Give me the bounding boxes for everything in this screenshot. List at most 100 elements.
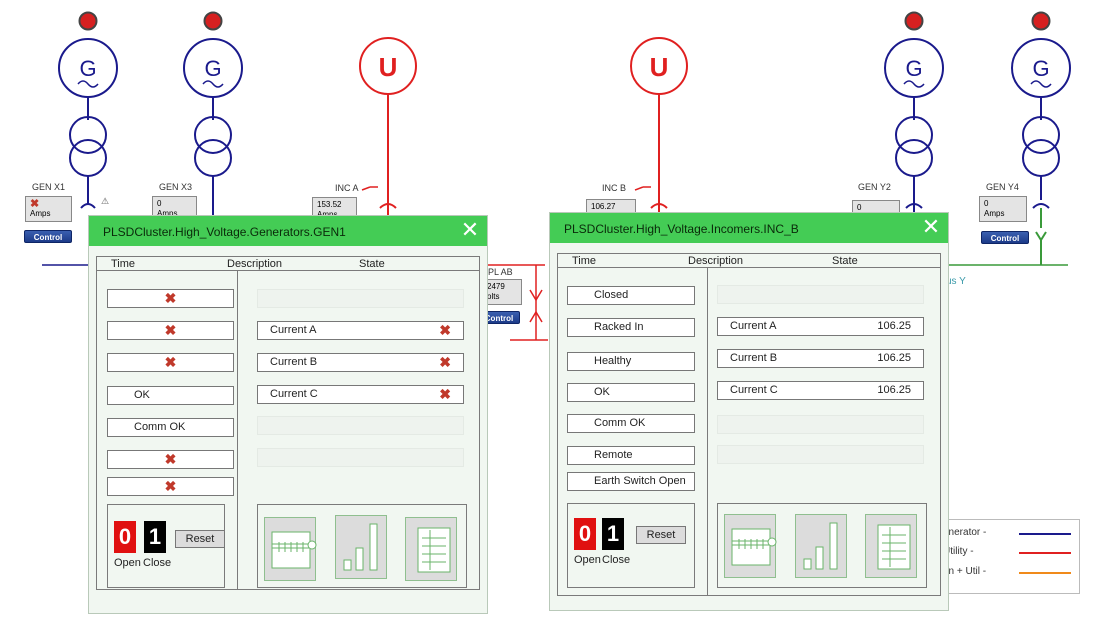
fault-icon: ✖: [439, 386, 451, 402]
reading-box-gen-x3[interactable]: 0 Amps: [152, 196, 197, 218]
feeder-label-inc-a: INC A: [335, 183, 359, 193]
legend-swatch-utility: [1019, 552, 1071, 554]
column-header-state: State: [359, 258, 385, 270]
popup-frame: [557, 253, 941, 596]
fault-icon: ✖: [439, 322, 451, 338]
current-label: Current C: [730, 384, 778, 396]
legend-item-utility: Utility -: [943, 546, 974, 557]
feeder-inc-a[interactable]: [359, 37, 417, 215]
reset-button[interactable]: Reset: [636, 526, 686, 544]
current-row: Current A ✖: [257, 321, 464, 340]
column-header-time: Time: [111, 258, 136, 270]
current-value: 106.25: [877, 352, 911, 364]
column-header-time: Time: [572, 255, 597, 267]
popup-title: PLSDCluster.High_Voltage.Incomers.INC_B: [564, 222, 799, 236]
list-icon: [877, 524, 911, 570]
transformer-icon: [1022, 116, 1060, 154]
reset-button[interactable]: Reset: [175, 530, 225, 548]
transformer-icon: [895, 116, 933, 154]
close-button[interactable]: 1: [602, 518, 624, 550]
current-row: Current B 106.25: [717, 349, 924, 368]
feeder-gen-x3[interactable]: [183, 11, 243, 216]
feeder-symbol: G: [79, 56, 96, 81]
reading-box-gen-y4[interactable]: 0 Amps: [979, 196, 1027, 222]
status-field: Healthy: [567, 352, 695, 371]
current-value: 106.25: [877, 384, 911, 396]
feeder-gen-x1[interactable]: ⚠: [58, 11, 118, 209]
status-field: Comm OK: [107, 418, 234, 437]
reading-box-gen-x1[interactable]: ✖ Amps: [25, 196, 72, 222]
open-button[interactable]: 0: [114, 521, 136, 553]
current-label: Current B: [270, 356, 318, 368]
alarm-indicator-icon: [78, 11, 98, 31]
breaker-control-panel: 0 1 Open Close Reset: [107, 504, 225, 588]
current-row: Current B✖: [257, 353, 464, 372]
bus-coupler[interactable]: [488, 264, 548, 341]
open-button[interactable]: 0: [574, 518, 596, 550]
reading-box-inc-a[interactable]: 153.52 Amps: [312, 197, 357, 219]
trend-tool-button[interactable]: [724, 514, 777, 578]
list-icon: [417, 527, 451, 573]
reading-box-coupler[interactable]: 2479 olts: [484, 279, 522, 305]
current-label: Current B: [730, 352, 778, 364]
legend-item-generator: enerator -: [943, 527, 987, 538]
feeder-label-gen-x3: GEN X3: [159, 182, 193, 192]
control-button-gen-x1[interactable]: Control: [24, 230, 72, 243]
legend-swatch-generator: [1019, 533, 1071, 535]
close-icon[interactable]: ✕: [460, 217, 480, 242]
popup-frame: [96, 256, 480, 590]
trend-tool-button[interactable]: [264, 517, 317, 581]
tool-panel: [257, 504, 467, 588]
trend-icon: [731, 528, 777, 566]
feeder-symbol: U: [650, 52, 669, 82]
close-button[interactable]: 1: [144, 521, 166, 553]
alarm-indicator-icon: [904, 11, 924, 31]
status-field: Remote: [567, 446, 695, 465]
current-value: 106.25: [877, 320, 911, 332]
bar-chart-icon: [803, 522, 838, 570]
current-row: Current A 106.25: [717, 317, 924, 336]
current-label: Current A: [730, 320, 777, 332]
close-icon[interactable]: ✕: [921, 214, 941, 239]
column-header-state: State: [832, 255, 858, 267]
feeder-label-inc-b: INC B: [602, 183, 627, 193]
list-tool-button[interactable]: [405, 517, 457, 581]
current-row: Current C ✖: [257, 385, 464, 404]
alarm-indicator-icon: [203, 11, 223, 31]
status-fault-icon: ✖: [107, 477, 234, 496]
tool-panel: [717, 503, 927, 588]
chart-tool-button[interactable]: [795, 514, 847, 578]
list-tool-button[interactable]: [865, 514, 917, 578]
popup-header: PLSDCluster.High_Voltage.Incomers.INC_B …: [550, 213, 948, 243]
status-field: Comm OK: [567, 414, 695, 433]
feeder-symbol: G: [1032, 56, 1049, 81]
trend-icon: [271, 531, 317, 569]
status-field: Racked In: [567, 318, 695, 337]
close-label: Close: [143, 557, 172, 569]
alarm-indicator-icon: [1031, 11, 1051, 31]
breaker-icon: [80, 203, 96, 209]
legend: enerator - Utility - en + Util -: [940, 519, 1080, 594]
current-label: Current C: [270, 388, 318, 400]
svg-text:⚠: ⚠: [101, 196, 109, 206]
fault-icon: ✖: [30, 198, 40, 210]
column-header-description: Description: [227, 258, 283, 270]
feeder-gen-y2[interactable]: [884, 11, 944, 214]
popup-title: PLSDCluster.High_Voltage.Generators.GEN1: [103, 225, 346, 239]
feeder-label-gen-x1: GEN X1: [32, 182, 66, 192]
control-button-gen-y4[interactable]: Control: [981, 231, 1029, 244]
current-label: Current A: [270, 324, 317, 336]
popup-gen1[interactable]: PLSDCluster.High_Voltage.Generators.GEN1…: [88, 215, 488, 614]
status-fault-icon: ✖: [107, 321, 234, 340]
status-field: OK: [107, 386, 234, 405]
open-label: Open: [574, 554, 601, 566]
popup-inc-b[interactable]: PLSDCluster.High_Voltage.Incomers.INC_B …: [549, 212, 949, 611]
chart-tool-button[interactable]: [335, 515, 387, 579]
feeder-symbol: U: [379, 52, 398, 82]
popup-header: PLSDCluster.High_Voltage.Generators.GEN1…: [89, 216, 487, 246]
feeder-inc-b[interactable]: [630, 37, 688, 213]
feeder-symbol: G: [905, 56, 922, 81]
open-label: Open: [114, 557, 141, 569]
feeder-gen-y4[interactable]: [1011, 11, 1071, 266]
feeder-symbol: G: [204, 56, 221, 81]
